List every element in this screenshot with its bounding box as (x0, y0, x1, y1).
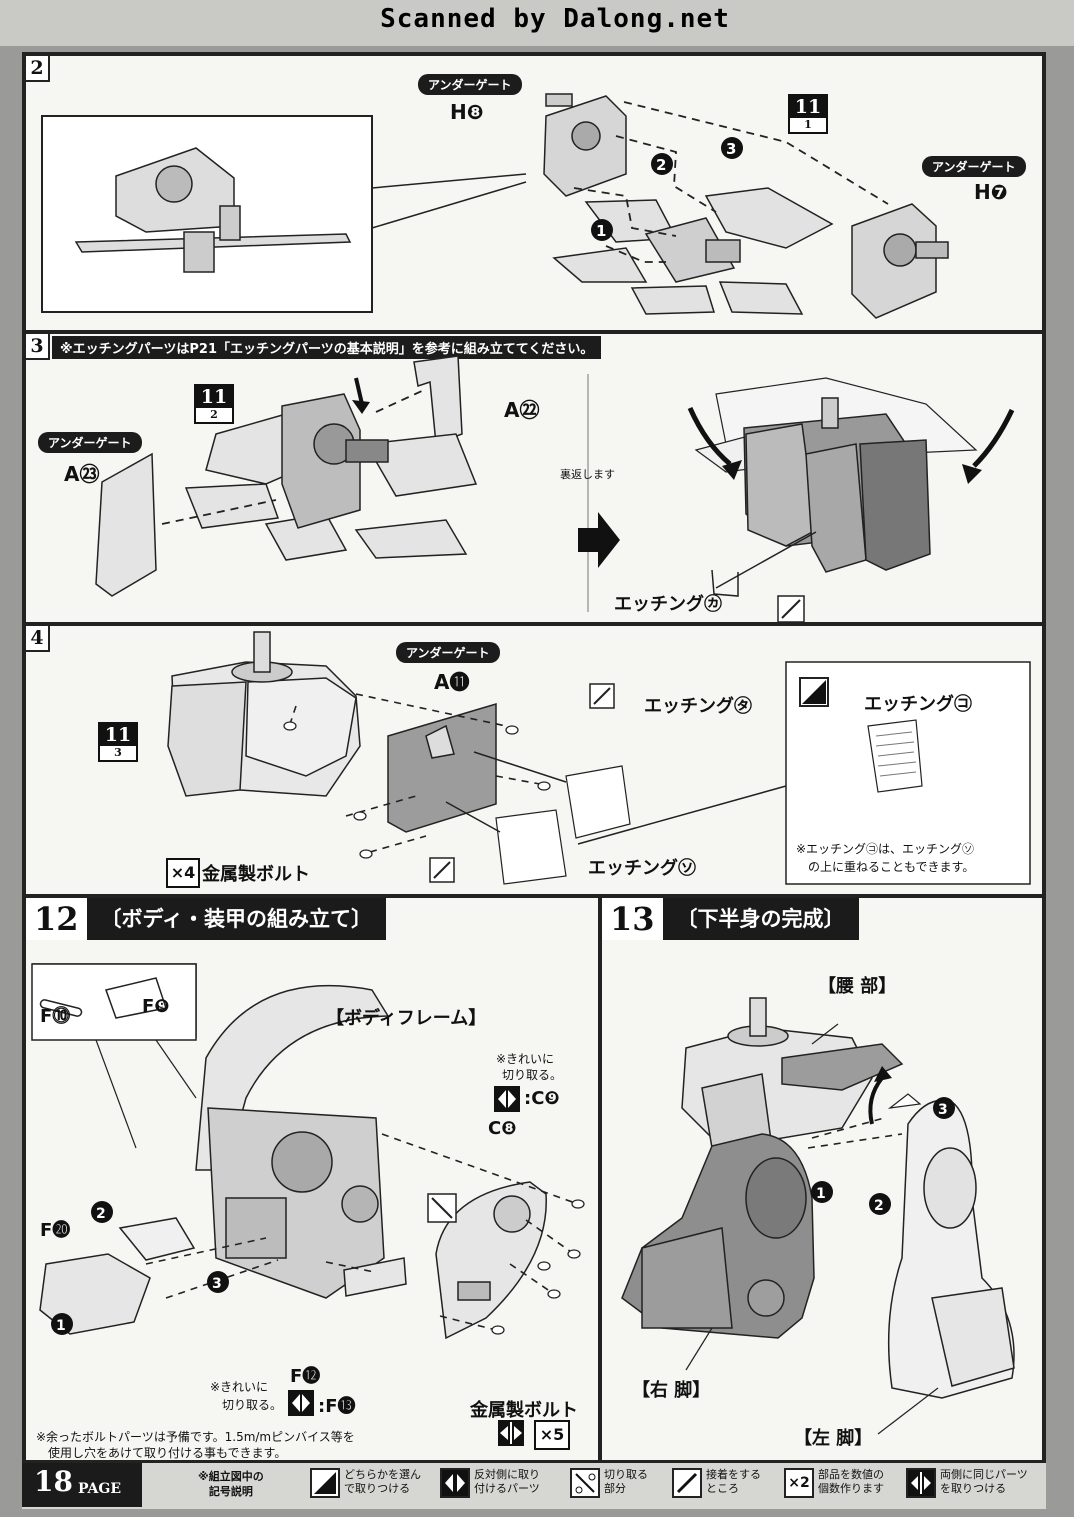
cut-note-b-1: ※きれいに (210, 1380, 269, 1394)
svg-text:3: 3 (726, 140, 736, 158)
count-icon: ×2 (784, 1468, 814, 1498)
part-label-h8: H❽ (450, 100, 484, 124)
bolt-count-badge: ×5 (534, 1420, 570, 1450)
under-gate-tag: アンダーゲート (38, 432, 142, 453)
svg-text:2: 2 (96, 1206, 106, 1222)
part-label-a11: A⓫ (434, 670, 470, 694)
step-2-illustration: 1 2 3 (41, 93, 949, 319)
left-leg-label: 【左 脚】 (794, 1428, 873, 1449)
step-4-panel: 4 (24, 624, 1044, 896)
spare-bolt-note-1: ※余ったボルトパーツは予備です。1.5m/mピンバイス等を (36, 1430, 355, 1444)
mirror-icon (440, 1468, 470, 1498)
part-label-f9: F❾ (142, 996, 170, 1017)
svg-text:3: 3 (938, 1102, 948, 1118)
step-12-illustration: 1 2 3 (31, 963, 585, 1446)
etching-label-so: エッチング㋞ (588, 858, 696, 879)
etching-overlay-note-1: ※エッチング㋙は、エッチング㋞ (796, 842, 975, 856)
page-number: 18 PAGE (22, 1463, 142, 1507)
step-3-panel: 3 ※エッチングパーツはP21「エッチングパーツの基本説明」を参考に組み立ててく… (24, 332, 1044, 624)
symbol-legend: 18 PAGE ※組立図中の 記号説明 どちらかを選んで取りつける 反対側に取り… (22, 1461, 1046, 1509)
part-label-c8: C❽ (488, 1118, 517, 1139)
under-gate-tag-h8: アンダーゲート (418, 74, 522, 95)
part-label-a23: A㉓ (64, 462, 100, 486)
part-label-f13: :F⓭ (318, 1396, 356, 1417)
svg-text:1: 1 (816, 1186, 826, 1202)
part-label-f20: F⓴ (40, 1220, 71, 1241)
manual-step-box: 11 2 (194, 384, 234, 424)
part-label-c9: :C❾ (524, 1088, 560, 1109)
step-number: 3 (26, 334, 50, 360)
cut-icon (570, 1468, 600, 1498)
bolt-count-badge: ×4 (166, 858, 200, 888)
cut-note-a-2: 切り取る。 (502, 1068, 563, 1082)
metal-bolt-label: 金属製ボルト (470, 1400, 578, 1421)
etching-label-ko: エッチング㋙ (864, 694, 972, 715)
part-label-f12: F⓬ (290, 1366, 321, 1387)
step-2-panel: 2 (24, 54, 1044, 332)
scan-header-bar (0, 0, 1074, 46)
svg-text:3: 3 (212, 1276, 222, 1292)
legend-title: ※組立図中の 記号説明 (198, 1470, 264, 1498)
glue-icon (672, 1468, 702, 1498)
instruction-page: 2 (22, 52, 1046, 1507)
manual-step-box: 11 3 (98, 722, 138, 762)
svg-text:2: 2 (656, 156, 666, 174)
flip-instruction: 裏返します (560, 468, 615, 481)
step-12-panel: 12〔ボディ・装甲の組み立て〕 (24, 896, 600, 1462)
choose-icon (310, 1468, 340, 1498)
etching-overlay-note-2: の上に重ねることもできます。 (808, 860, 975, 874)
body-frame-label: 【ボディフレーム】 (326, 1008, 487, 1029)
cut-note-b-2: 切り取る。 (222, 1398, 283, 1412)
step-4-illustration (167, 631, 1031, 885)
spare-bolt-note-2: 使用し穴をあけて取り付ける事もできます。 (48, 1446, 287, 1460)
scan-credit: Scanned by Dalong.net (380, 4, 730, 34)
svg-text:1: 1 (56, 1318, 66, 1334)
manual-step-box: 11 1 (788, 94, 828, 134)
waist-label: 【腰 部】 (818, 976, 897, 997)
cut-note-a-1: ※きれいに (496, 1052, 555, 1066)
step-number: 2 (26, 56, 50, 82)
step-12-heading: 12〔ボディ・装甲の組み立て〕 (26, 898, 387, 940)
under-gate-tag-h7: アンダーゲート (922, 156, 1026, 177)
part-label-f10: F⓾ (40, 1006, 71, 1027)
under-gate-tag: アンダーゲート (396, 642, 500, 663)
metal-bolt-label: 金属製ボルト (202, 864, 310, 885)
both-sides-icon (906, 1468, 936, 1498)
step-13-illustration: 1 2 3 (621, 997, 1015, 1435)
svg-text:2: 2 (874, 1198, 884, 1214)
part-label-h7: H❼ (974, 180, 1008, 204)
etching-label-ka: エッチング㋕ (614, 594, 722, 615)
step-3-illustration (95, 355, 1015, 622)
step-13-heading: 13〔下半身の完成〕 (602, 898, 859, 940)
part-label-a22: A㉒ (504, 398, 540, 422)
etching-reference-note: ※エッチングパーツはP21「エッチングパーツの基本説明」を参考に組み立ててくださ… (52, 336, 602, 359)
etching-label-ta: エッチング㋟ (644, 696, 752, 717)
step-13-panel: 13〔下半身の完成〕 (600, 896, 1044, 1462)
step-number: 4 (26, 626, 50, 652)
right-leg-label: 【右 脚】 (632, 1380, 711, 1401)
svg-text:1: 1 (596, 222, 606, 240)
